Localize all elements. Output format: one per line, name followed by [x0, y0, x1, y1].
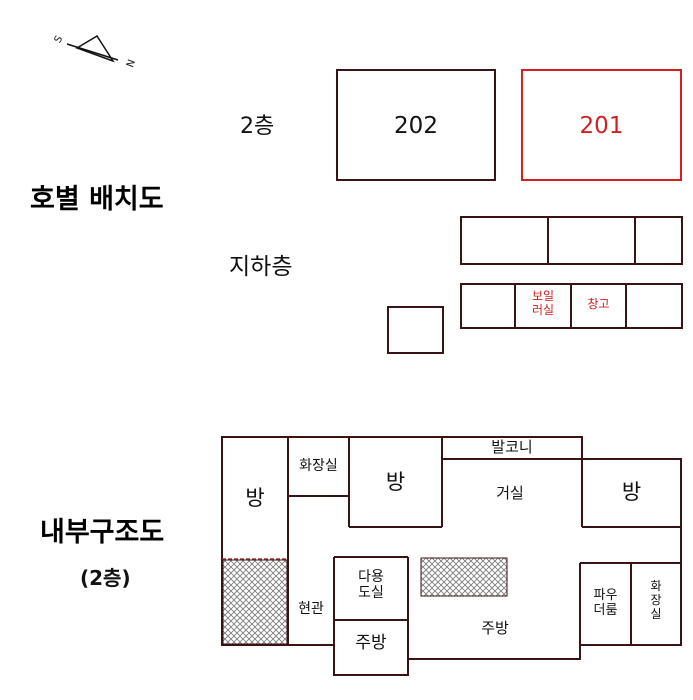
basement-upper-row [460, 216, 683, 265]
powder-room-label: 파우 더룸 [593, 588, 618, 618]
layout-title: 호별 배치도 [30, 184, 164, 215]
unit-201-label: 201 [579, 113, 624, 139]
bathroom-right-label: 화 장 실 [650, 579, 662, 621]
basement-label: 지하층 [229, 254, 293, 280]
compass-icon [66, 34, 119, 63]
interior-subtitle: (2층) [80, 566, 131, 590]
basement-small-box [387, 306, 444, 354]
divider [634, 216, 636, 265]
floor2-label: 2층 [240, 114, 275, 139]
divider [514, 283, 516, 329]
divider [625, 283, 627, 329]
balcony-label: 발코니 [491, 438, 533, 456]
utility-room-label: 다용 도실 [358, 569, 384, 602]
divider [570, 283, 572, 329]
room-center-label: 방 [385, 470, 406, 494]
unit-202-label: 202 [394, 113, 438, 139]
room-left-label: 방 [245, 486, 265, 510]
kitchen-label: 주방 [481, 619, 509, 637]
kitchen-small-label: 주방 [355, 633, 387, 653]
storage-label: 창고 [587, 297, 610, 311]
hatch-area-left [222, 559, 288, 645]
interior-title: 내부구조도 [40, 517, 165, 548]
room-right-label: 방 [621, 480, 642, 504]
divider [547, 216, 549, 265]
entrance-label: 현관 [298, 601, 324, 617]
unit-202: 202 [336, 69, 496, 181]
bathroom-top-label: 화장실 [299, 458, 338, 474]
boiler-room-label: 보일 러실 [531, 289, 555, 317]
unit-201: 201 [521, 69, 682, 181]
living-room-label: 거실 [496, 484, 524, 502]
hatch-area-center [420, 557, 508, 597]
